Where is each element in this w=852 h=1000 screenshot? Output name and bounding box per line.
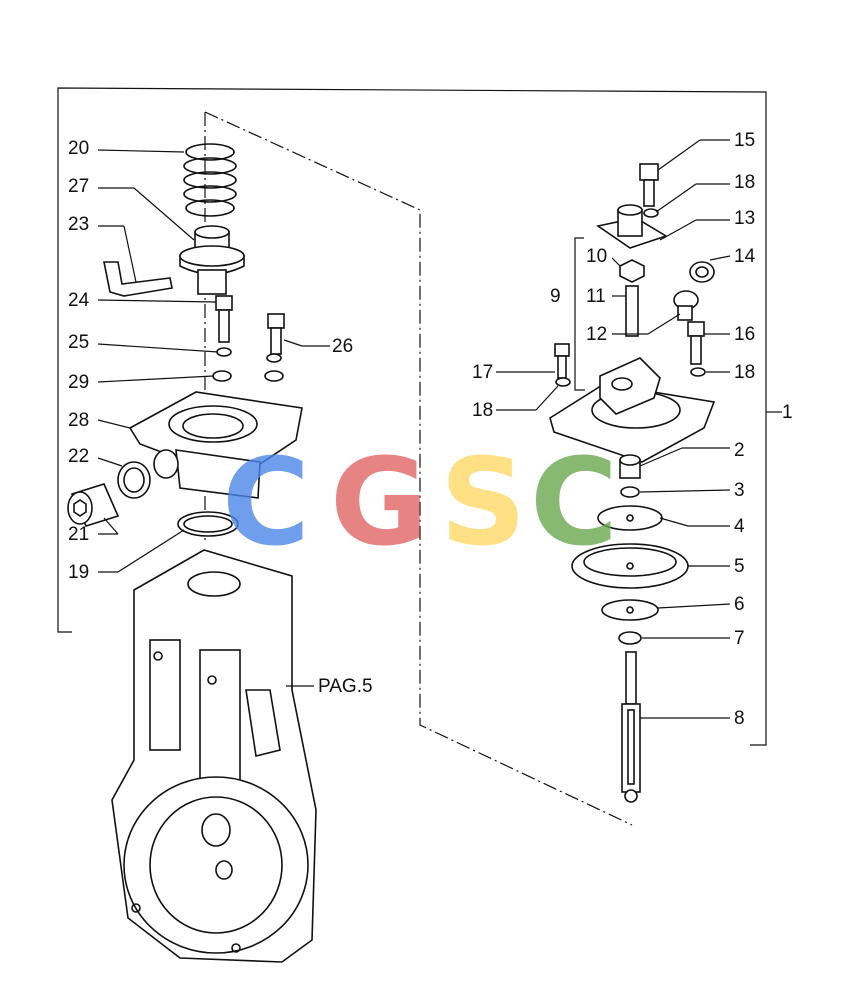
bolt-part-26 bbox=[267, 313, 285, 355]
spring-seat-part-27 bbox=[179, 225, 245, 295]
bolt-part-24 bbox=[215, 295, 233, 343]
label-8: 8 bbox=[734, 708, 745, 729]
label-7: 7 bbox=[734, 628, 745, 649]
fitting-part-12 bbox=[673, 290, 699, 321]
label-25: 25 bbox=[68, 332, 89, 353]
cover-part-13 bbox=[596, 204, 668, 249]
label-17: 17 bbox=[472, 362, 493, 383]
o-ring-part-19 bbox=[177, 511, 239, 537]
washer-part-18-top bbox=[643, 208, 659, 218]
stud-part-11 bbox=[625, 285, 639, 337]
clip-part-23 bbox=[103, 261, 173, 297]
label-18-top: 18 bbox=[734, 172, 755, 193]
bolt-part-16 bbox=[687, 321, 705, 365]
label-13: 13 bbox=[734, 208, 755, 229]
label-3: 3 bbox=[734, 480, 745, 501]
label-11: 11 bbox=[586, 286, 606, 307]
label-21: 21 bbox=[68, 524, 89, 545]
spring-part-20 bbox=[183, 143, 237, 217]
watermark-letter-g: G bbox=[330, 434, 429, 573]
label-22: 22 bbox=[68, 446, 89, 467]
bolt-part-17 bbox=[554, 343, 570, 379]
label-18-left: 18 bbox=[472, 400, 493, 421]
washer-part-7 bbox=[618, 631, 642, 645]
label-9: 9 bbox=[550, 286, 561, 307]
label-16: 16 bbox=[734, 324, 755, 345]
nut-part-3 bbox=[620, 486, 640, 498]
watermark-letter-s: S bbox=[440, 434, 526, 573]
plug-part-21 bbox=[67, 483, 120, 527]
plate-part-6 bbox=[601, 599, 659, 621]
label-pag: PAG.5 bbox=[318, 676, 373, 697]
label-4: 4 bbox=[734, 516, 745, 537]
part-labels: 20 27 23 24 25 26 29 28 22 21 19 PAG.5 1… bbox=[68, 130, 793, 729]
label-28: 28 bbox=[68, 410, 89, 431]
label-14: 14 bbox=[734, 246, 756, 267]
label-26: 26 bbox=[332, 336, 353, 357]
label-23: 23 bbox=[68, 214, 89, 235]
label-5: 5 bbox=[734, 556, 745, 577]
seal-ring-part-22 bbox=[117, 461, 151, 499]
label-15: 15 bbox=[734, 130, 755, 151]
washers-part-18 bbox=[555, 367, 706, 387]
label-12: 12 bbox=[586, 324, 607, 345]
rod-part-8 bbox=[621, 651, 641, 803]
watermark-logo: C G S C bbox=[222, 434, 618, 573]
label-10: 10 bbox=[586, 246, 607, 267]
label-29: 29 bbox=[68, 372, 89, 393]
washers-part-25-29 bbox=[212, 347, 284, 382]
label-24: 24 bbox=[68, 290, 90, 311]
label-20: 20 bbox=[68, 138, 89, 159]
leader-lines bbox=[97, 139, 731, 719]
label-6: 6 bbox=[734, 594, 745, 615]
label-1: 1 bbox=[782, 402, 793, 423]
flange-housing-part-28 bbox=[128, 391, 303, 499]
watermark-letter-c1: C bbox=[222, 434, 310, 573]
assembly-brackets bbox=[57, 87, 782, 826]
bolt-part-15 bbox=[639, 163, 659, 207]
watermark-letter-c2: C bbox=[530, 434, 618, 573]
label-2: 2 bbox=[734, 440, 745, 461]
pump-body-casting bbox=[111, 549, 317, 963]
diaphragm-cover-part-9 bbox=[549, 357, 716, 463]
spacer-part-2 bbox=[619, 454, 641, 479]
label-18-right: 18 bbox=[734, 362, 755, 383]
label-27: 27 bbox=[68, 176, 89, 197]
plug-part-14 bbox=[689, 261, 715, 283]
nut-part-10 bbox=[619, 259, 645, 283]
label-19: 19 bbox=[68, 562, 89, 583]
